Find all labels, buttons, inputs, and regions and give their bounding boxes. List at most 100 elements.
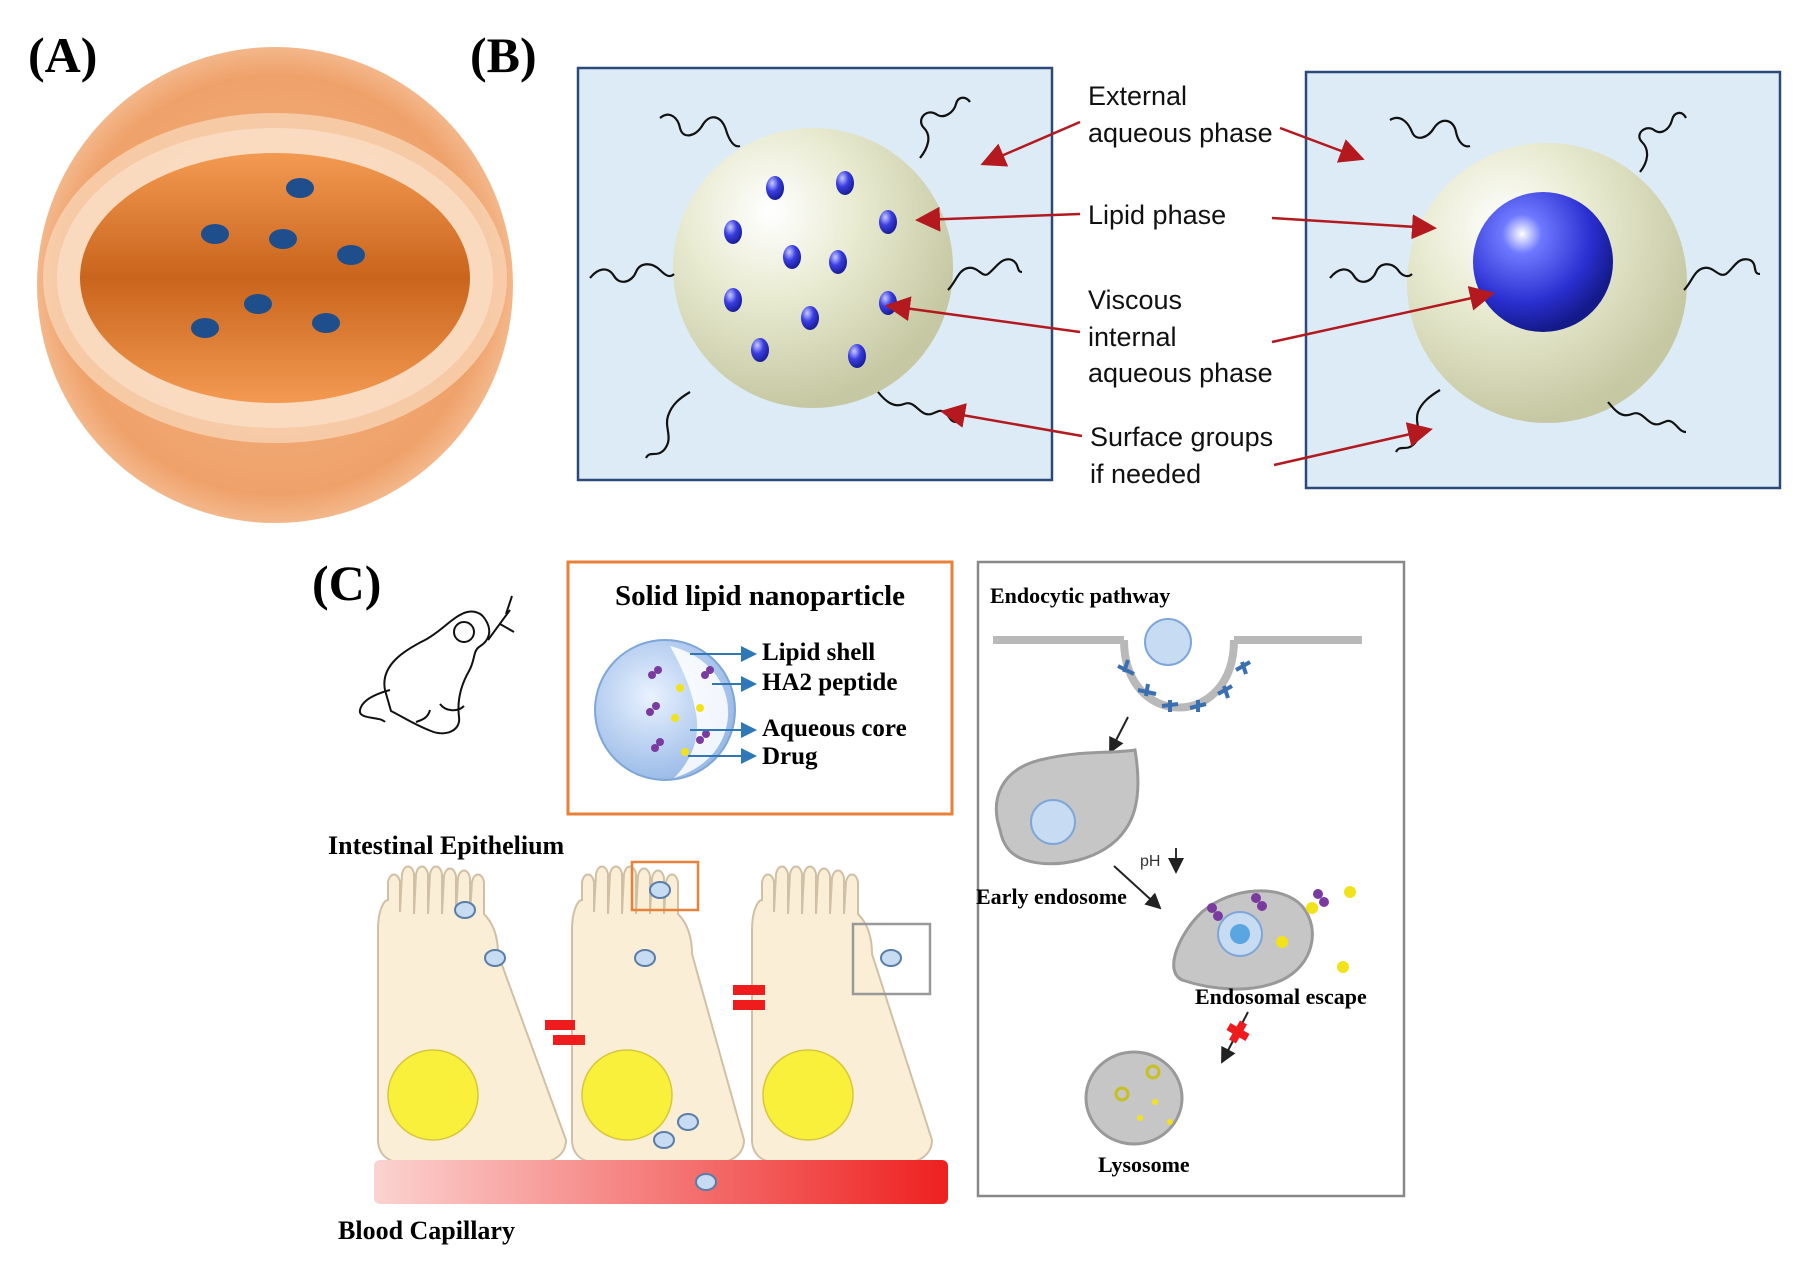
peptide (1313, 889, 1323, 899)
nanoparticle (454, 901, 476, 919)
tight-junction (545, 1020, 575, 1030)
aqueous-dot (829, 250, 847, 274)
nanoparticle (653, 1131, 675, 1149)
surface-chain (947, 258, 1023, 291)
peptide (1207, 903, 1217, 913)
drug-molecule (1167, 1119, 1173, 1125)
arrow-lipid-left (915, 206, 1081, 232)
drug-molecule (671, 714, 679, 722)
nanoparticle (634, 949, 656, 967)
aqueous-dot (724, 288, 742, 312)
surface-chain (659, 113, 741, 148)
label-viscous-2: internal (1088, 322, 1177, 352)
arrow-external-left (980, 120, 1081, 167)
sln-label-ha2: HA2 peptide (762, 669, 897, 696)
aqueous-dot (879, 210, 897, 234)
label-lipid-phase: Lipid phase (1088, 200, 1226, 230)
drug-molecule (1137, 1115, 1143, 1121)
peptide (651, 744, 659, 752)
nanoparticle-in-capillary (695, 1173, 717, 1191)
drug-dot (191, 318, 219, 338)
peptide (648, 671, 656, 679)
mouse-icon (358, 595, 515, 735)
surface-chain (589, 263, 675, 283)
arrow-viscous-right (1271, 286, 1495, 344)
peptide (1319, 897, 1329, 907)
drug-molecule (1276, 936, 1288, 948)
surface-chain (1638, 111, 1687, 173)
nanoparticle (484, 949, 506, 967)
arrow-viscous-left (885, 296, 1081, 334)
drug-dot (337, 245, 365, 265)
panel-b: (B) (470, 27, 1782, 490)
inner-aqueous-core (80, 153, 470, 403)
escape-peptides (1207, 889, 1329, 921)
mouse-body (383, 610, 491, 735)
receptor (1161, 700, 1179, 712)
nucleus (581, 1049, 673, 1141)
lysosome (1084, 1050, 1184, 1146)
peptide (701, 671, 709, 679)
endocytic-pathway-box (976, 560, 1406, 1198)
drug-dot (312, 313, 340, 333)
surface-chain (919, 96, 971, 159)
mouse-tail (358, 689, 391, 723)
label-surface-1: Surface groups (1090, 422, 1273, 452)
arrow-to-early-endosome (1109, 716, 1129, 754)
drug-dots-a (191, 178, 365, 338)
panel-c-label: (C) (312, 555, 381, 611)
entering-nanoparticle (1144, 618, 1192, 666)
sln-pointer-arrows (688, 646, 757, 764)
label-external-1: External (1088, 81, 1187, 111)
sln-label-aqueous-core: Aqueous core (762, 715, 907, 742)
tight-junction (733, 1000, 765, 1010)
aqueous-dot (801, 306, 819, 330)
blood-capillary-label: Blood Capillary (338, 1216, 515, 1245)
arrow-lipid-right (1271, 214, 1437, 240)
receptor (1137, 683, 1157, 697)
arrow-surface-left (940, 403, 1083, 438)
highlight-box-orange (630, 860, 700, 912)
drug-molecule (1344, 886, 1356, 898)
drug-molecule (1306, 902, 1318, 914)
label-external-2: aqueous phase (1088, 118, 1273, 148)
drug-dot (269, 229, 297, 249)
highlight-box-grey (851, 922, 932, 996)
degraded-particle (1145, 1064, 1161, 1080)
aqueous-dot (751, 338, 769, 362)
peptide (706, 666, 714, 674)
endosome-nanoparticle (1030, 799, 1076, 845)
nanoparticle (880, 949, 902, 967)
drug-molecule (681, 748, 689, 756)
label-viscous-1: Viscous (1088, 285, 1182, 315)
drug-molecules (671, 684, 704, 756)
receptor (1189, 700, 1207, 712)
arrow-to-escape (1113, 865, 1162, 910)
panel-a: (A) (28, 27, 513, 523)
nuclei (387, 1049, 854, 1141)
aqueous-dot (783, 245, 801, 269)
peptide (1213, 911, 1223, 921)
panel-b-label: (B) (470, 27, 537, 83)
surface-chain (1389, 116, 1471, 148)
aqueous-dot (836, 171, 854, 195)
sln-box (566, 560, 954, 816)
peptide (1251, 893, 1261, 903)
intestinal-epithelium-label: Intestinal Epithelium (328, 831, 565, 860)
tight-junction (553, 1035, 585, 1045)
degraded-particle (1114, 1086, 1130, 1102)
nucleus (762, 1049, 854, 1141)
mouse-ear (453, 621, 475, 643)
arrow-surface-right (1273, 422, 1433, 467)
single-aqueous-core (1473, 192, 1613, 332)
receptor (1217, 684, 1233, 699)
aqueous-dot (848, 344, 866, 368)
peptide (652, 702, 660, 710)
surface-chain (645, 391, 691, 459)
nanoparticle (677, 1113, 699, 1131)
blocked-cross (1226, 1020, 1250, 1044)
surface-chain (1329, 263, 1413, 283)
peptide (654, 666, 662, 674)
endosomal-escape-label: Endosomal escape (1195, 984, 1367, 1009)
